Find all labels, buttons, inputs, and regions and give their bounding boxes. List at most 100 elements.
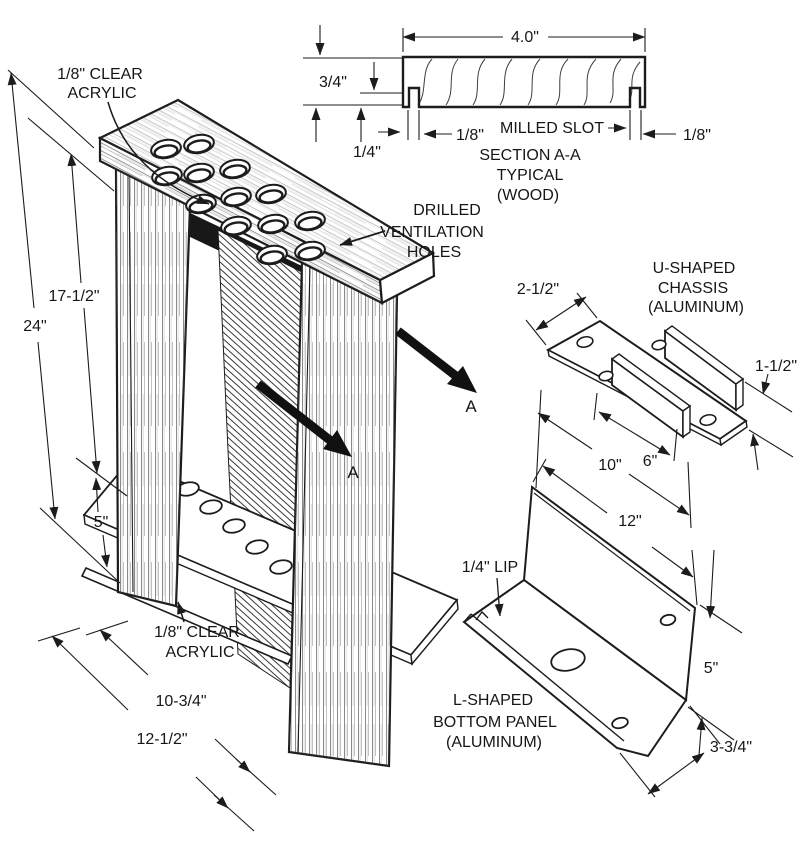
shelf-hole [199,499,223,515]
u-chassis [545,319,748,447]
dim-panel-length: 12" [618,513,641,530]
label-acrylic-top: ACRYLIC [67,85,136,102]
dim-line-17half [67,153,82,284]
dim-line-24 [7,72,35,309]
dim-line-12 [651,546,694,578]
ext-line [75,457,128,497]
dim-arrow-up [92,477,102,513]
frame-assembly [80,98,459,768]
vent-hole [220,215,252,237]
chassis-dimensions [525,292,794,529]
panel-dimensions [494,458,743,798]
ext-line [7,69,95,149]
section-caption: SECTION A-A [479,147,581,164]
label-u-chassis: (ALUMINUM) [648,299,744,316]
label-acrylic-bottom: ACRYLIC [165,644,234,661]
section-wood-grain [417,58,641,106]
dim-line-12 [542,465,608,514]
section-view [303,25,676,142]
screw-hole [576,335,594,349]
frame-dim-texts: 24" 17-1/2" 5" 10-3/4" 12-1/2" [23,288,206,748]
section-marker-a: A [347,463,359,482]
label-u-chassis: CHASSIS [658,280,728,297]
section-caption: TYPICAL [497,167,564,184]
dim-line-6 [598,411,671,456]
panel-small-hole [611,716,629,730]
shelf-holes [176,481,293,575]
l-panel [462,485,697,758]
dim-panel-floor-depth: 3-3/4" [710,739,752,756]
dim-section-thickness: 3/4" [319,74,347,91]
ext-line [689,705,721,745]
dim-chassis-inner-length: 6" [643,453,658,470]
ext-line [235,758,277,796]
ext-line [691,549,698,606]
ext-line [37,627,81,642]
ext-line [525,319,547,346]
panel-small-hole [659,613,677,627]
panel-holes [550,613,677,730]
dim-section-slot-inset: 1/4" [353,144,381,161]
dim-panel-wall-height: 5" [704,660,719,677]
leader-lip [494,577,504,617]
dim-chassis-depth: 2-1/2" [517,281,559,298]
dim-line-10 [628,473,690,516]
dim-chassis-flange-height: 1-1/2" [755,358,797,375]
section-arrow-inner: A [255,380,359,482]
label-vent-holes: DRILLED [413,202,481,219]
ext-line [744,381,793,413]
vent-hole [256,244,288,266]
dim-frame-opening: 17-1/2" [48,288,99,305]
ext-line [687,461,692,529]
screw-hole [598,370,614,382]
right-post [287,260,399,768]
chassis-texts: U-SHAPED CHASSIS (ALUMINUM) 2-1/2" 1-1/2… [517,260,797,474]
label-l-panel: BOTTOM PANEL [433,714,557,731]
section-board-outline [401,55,647,109]
panel-texts: 1/4" LIP 12" 5" 3-3/4" L-SHAPED BOTTOM P… [433,513,752,756]
vent-hole [219,158,251,180]
dim-slot-left: 1/8" [456,127,484,144]
panel-lip-notch [475,610,489,621]
dim-frame-lower-gap: 5" [94,514,109,531]
vent-hole [183,133,215,155]
chassis-far-flange-end [735,377,744,412]
frame-callouts: 1/8" CLEAR ACRYLIC 1/8" CLEAR ACRYLIC DR… [57,66,484,661]
label-l-panel: (ALUMINUM) [446,734,542,751]
dim-slot-right: 1/8" [683,127,711,144]
screw-hole [699,413,717,427]
shelf-hole [245,539,269,555]
vent-hole [150,138,182,160]
ventilation-holes [150,133,326,266]
panel-big-hole [550,648,586,672]
section-arrow-right: A [395,327,477,416]
ext-line [213,794,255,832]
section-texts: 4.0" 3/4" 1/4" 1/8" 1/8" MILLED SLOT SEC… [319,29,711,204]
panel-lip [463,613,472,623]
vent-hole [257,213,289,235]
left-post [114,166,192,608]
top-board [97,98,436,305]
dim-frame-inner-width: 10-3/4" [155,693,206,710]
leader-acrylic-bottom [177,601,186,623]
leader-acrylic-top [107,101,210,205]
label-acrylic-top: 1/8" CLEAR [57,66,143,83]
label-acrylic-bottom: 1/8" CLEAR [154,624,240,641]
dim-line-24 [37,341,59,520]
section-caption: MILLED SLOT [500,120,604,137]
ext-line [39,507,121,584]
ext-line [532,458,547,483]
chassis-near-flange-end [682,404,691,439]
section-caption: (WOOD) [497,187,559,204]
dim-arrow-down [101,534,110,568]
leader-vent-holes [339,230,386,246]
label-vent-holes: VENTILATION [380,224,484,241]
shelf-hole [222,518,246,534]
chassis-screw-holes [576,335,717,427]
vent-hole [151,165,183,187]
dim-frame-height: 24" [23,318,46,335]
ext-line [576,292,598,319]
dim-line-12-1-2 [51,635,129,711]
